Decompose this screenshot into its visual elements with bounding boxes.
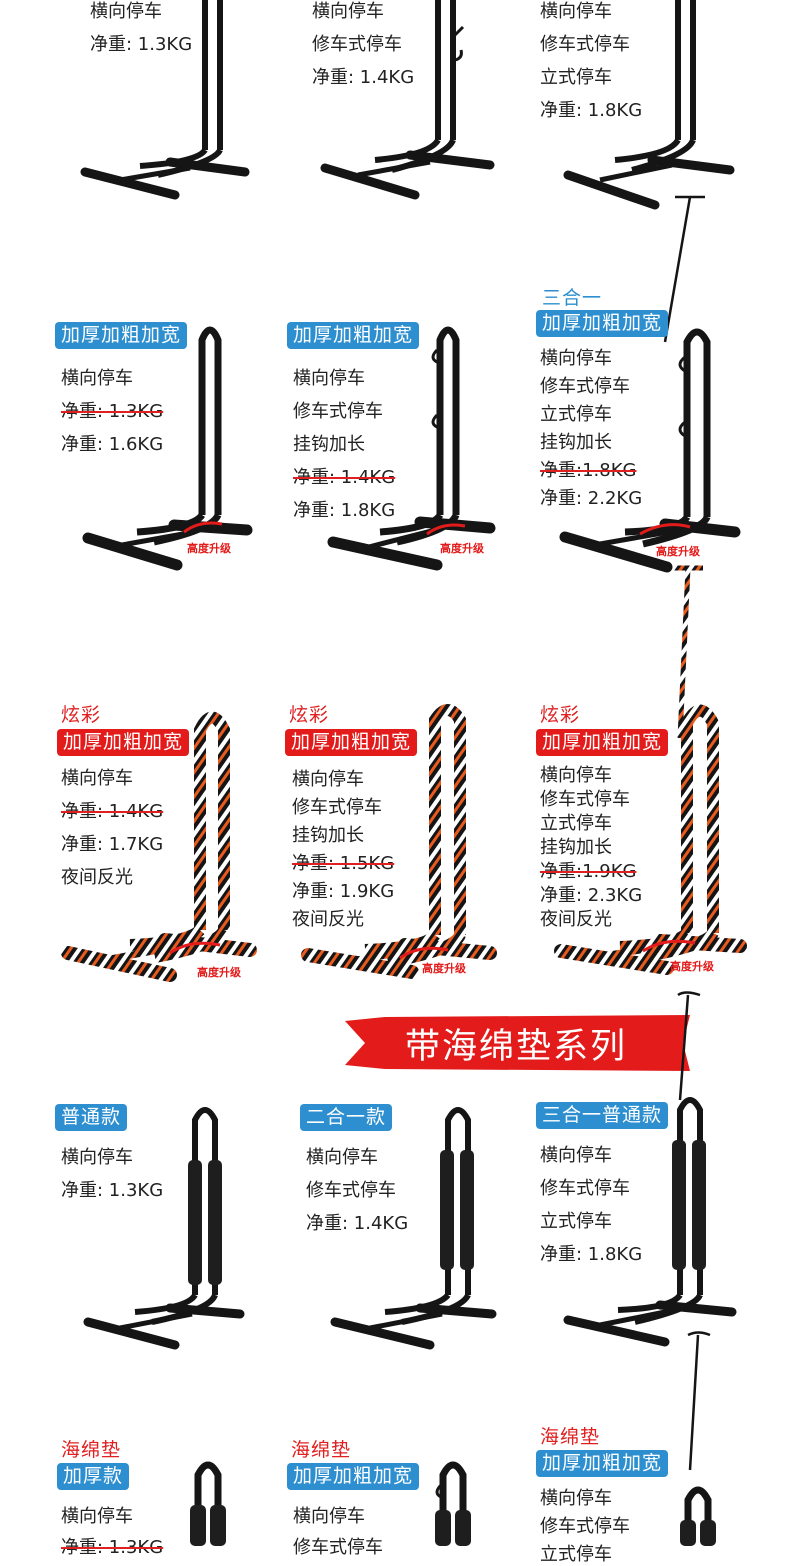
height-upgrade-tag: 高度升级 xyxy=(422,962,466,975)
spec-line: 夜间反光 xyxy=(292,909,364,930)
stand-image-sponge-horizontal xyxy=(83,1107,245,1350)
stand-image-sponge-thick xyxy=(190,1461,226,1546)
spec-line: 挂钩加长 xyxy=(293,434,365,455)
stand-image-sponge-3in1 xyxy=(563,991,737,1347)
spec-line: 净重: 2.2KG xyxy=(540,488,643,509)
spec-line: 横向停车 xyxy=(61,768,133,789)
spec-line: 修车式停车 xyxy=(540,1178,630,1199)
stand-image-horizontal xyxy=(80,0,250,200)
old-weight: 净重: 1.5KG xyxy=(292,853,395,874)
old-weight: 净重: 1.3KG xyxy=(61,401,164,422)
product-kicker: 海绵垫 xyxy=(540,1426,601,1448)
spec-line: 立式停车 xyxy=(540,1544,612,1565)
spec-line: 夜间反光 xyxy=(61,867,133,888)
spec-line: 横向停车 xyxy=(293,1506,365,1527)
spec-line: 修车式停车 xyxy=(292,797,382,818)
spec-line: 净重: 1.6KG xyxy=(61,434,164,455)
spec-line: 立式停车 xyxy=(540,813,612,834)
spec-line: 立式停车 xyxy=(540,1211,612,1232)
spec-line: 横向停车 xyxy=(312,1,384,22)
spec-line: 横向停车 xyxy=(306,1147,378,1168)
spec-badge: 三合一普通款 xyxy=(536,1102,669,1129)
spec-line: 横向停车 xyxy=(540,348,612,369)
product-kicker: 炫彩 xyxy=(540,704,581,726)
height-upgrade-tag: 高度升级 xyxy=(440,542,484,555)
series-banner-title: 带海绵垫系列 xyxy=(405,1027,628,1067)
stand-image-sponge-repair xyxy=(330,1107,497,1350)
stand-image-repair xyxy=(320,0,495,200)
product-kicker: 三合一 xyxy=(542,287,603,309)
spec-badge: 加厚加粗加宽 xyxy=(536,310,669,337)
spec-line: 横向停车 xyxy=(540,1488,612,1509)
height-upgrade-tag: 高度升级 xyxy=(197,966,241,979)
spec-badge: 加厚加粗加宽 xyxy=(536,729,669,756)
height-upgrade-tag: 高度升级 xyxy=(670,960,714,973)
stand-image-color-horizontal xyxy=(61,711,257,982)
spec-badge: 加厚加粗加宽 xyxy=(536,1450,669,1477)
spec-line: 修车式停车 xyxy=(540,34,630,55)
spec-line: 横向停车 xyxy=(292,769,364,790)
old-weight: 净重: 1.3KG xyxy=(61,1537,164,1558)
product-kicker: 海绵垫 xyxy=(291,1439,352,1461)
spec-line: 净重: 1.3KG xyxy=(90,34,193,55)
spec-line: 净重: 1.8KG xyxy=(293,500,396,521)
spec-line: 净重: 1.3KG xyxy=(61,1180,164,1201)
spec-line: 净重: 2.3KG xyxy=(540,885,643,906)
spec-line: 净重: 1.7KG xyxy=(61,834,164,855)
spec-line: 净重: 1.4KG xyxy=(312,67,415,88)
spec-line: 修车式停车 xyxy=(293,1537,383,1558)
old-weight: 净重: 1.4KG xyxy=(61,801,164,822)
spec-line: 净重: 1.4KG xyxy=(306,1213,409,1234)
spec-line: 修车式停车 xyxy=(312,34,402,55)
spec-line: 横向停车 xyxy=(540,1,612,22)
series-banner xyxy=(345,1015,690,1071)
spec-line: 挂钩加长 xyxy=(292,825,364,846)
stand-image-thick-horizontal xyxy=(82,326,253,571)
old-weight: 净重: 1.4KG xyxy=(293,467,396,488)
spec-line: 净重: 1.8KG xyxy=(540,100,643,121)
spec-badge: 二合一款 xyxy=(300,1104,393,1131)
old-weight: 净重:1.9KG xyxy=(540,861,637,882)
spec-line: 夜间反光 xyxy=(540,909,612,930)
spec-line: 横向停车 xyxy=(61,368,133,389)
stand-image-3in1 xyxy=(563,0,735,210)
spec-badge: 加厚加粗加宽 xyxy=(287,1463,420,1490)
spec-line: 横向停车 xyxy=(61,1506,133,1527)
height-upgrade-tag: 高度升级 xyxy=(656,545,700,558)
spec-badge: 加厚加粗加宽 xyxy=(57,729,190,756)
spec-line: 横向停车 xyxy=(540,765,612,786)
stand-image-color-3in1 xyxy=(554,565,747,975)
spec-badge: 加厚加粗加宽 xyxy=(55,322,188,349)
spec-line: 修车式停车 xyxy=(540,1516,630,1537)
stand-image-sponge-thick-repair xyxy=(435,1461,471,1546)
spec-line: 净重: 1.9KG xyxy=(292,881,395,902)
spec-line: 横向停车 xyxy=(293,368,365,389)
product-kicker: 海绵垫 xyxy=(61,1439,122,1461)
old-weight: 净重:1.8KG xyxy=(540,460,637,481)
spec-line: 修车式停车 xyxy=(293,401,383,422)
stand-image-sponge-thick-3in1 xyxy=(680,1331,716,1546)
spec-line: 修车式停车 xyxy=(540,789,630,810)
spec-badge: 加厚加粗加宽 xyxy=(287,322,420,349)
spec-line: 修车式停车 xyxy=(540,376,630,397)
spec-line: 横向停车 xyxy=(61,1147,133,1168)
spec-line: 挂钩加长 xyxy=(540,432,612,453)
spec-badge: 加厚加粗加宽 xyxy=(285,729,418,756)
spec-line: 横向停车 xyxy=(90,1,162,22)
product-kicker: 炫彩 xyxy=(289,704,330,726)
spec-line: 挂钩加长 xyxy=(540,837,612,858)
spec-badge: 加厚款 xyxy=(57,1463,130,1490)
spec-line: 立式停车 xyxy=(540,404,612,425)
stand-image-color-repair xyxy=(301,704,497,979)
spec-line: 立式停车 xyxy=(540,67,612,88)
spec-line: 修车式停车 xyxy=(306,1180,396,1201)
spec-line: 横向停车 xyxy=(540,1145,612,1166)
stand-image-thick-repair xyxy=(327,326,496,571)
spec-line: 净重: 1.8KG xyxy=(540,1244,643,1265)
product-kicker: 炫彩 xyxy=(61,704,102,726)
stand-image-thick-3in1 xyxy=(559,195,741,573)
spec-badge: 普通款 xyxy=(55,1104,128,1131)
height-upgrade-tag: 高度升级 xyxy=(187,542,231,555)
